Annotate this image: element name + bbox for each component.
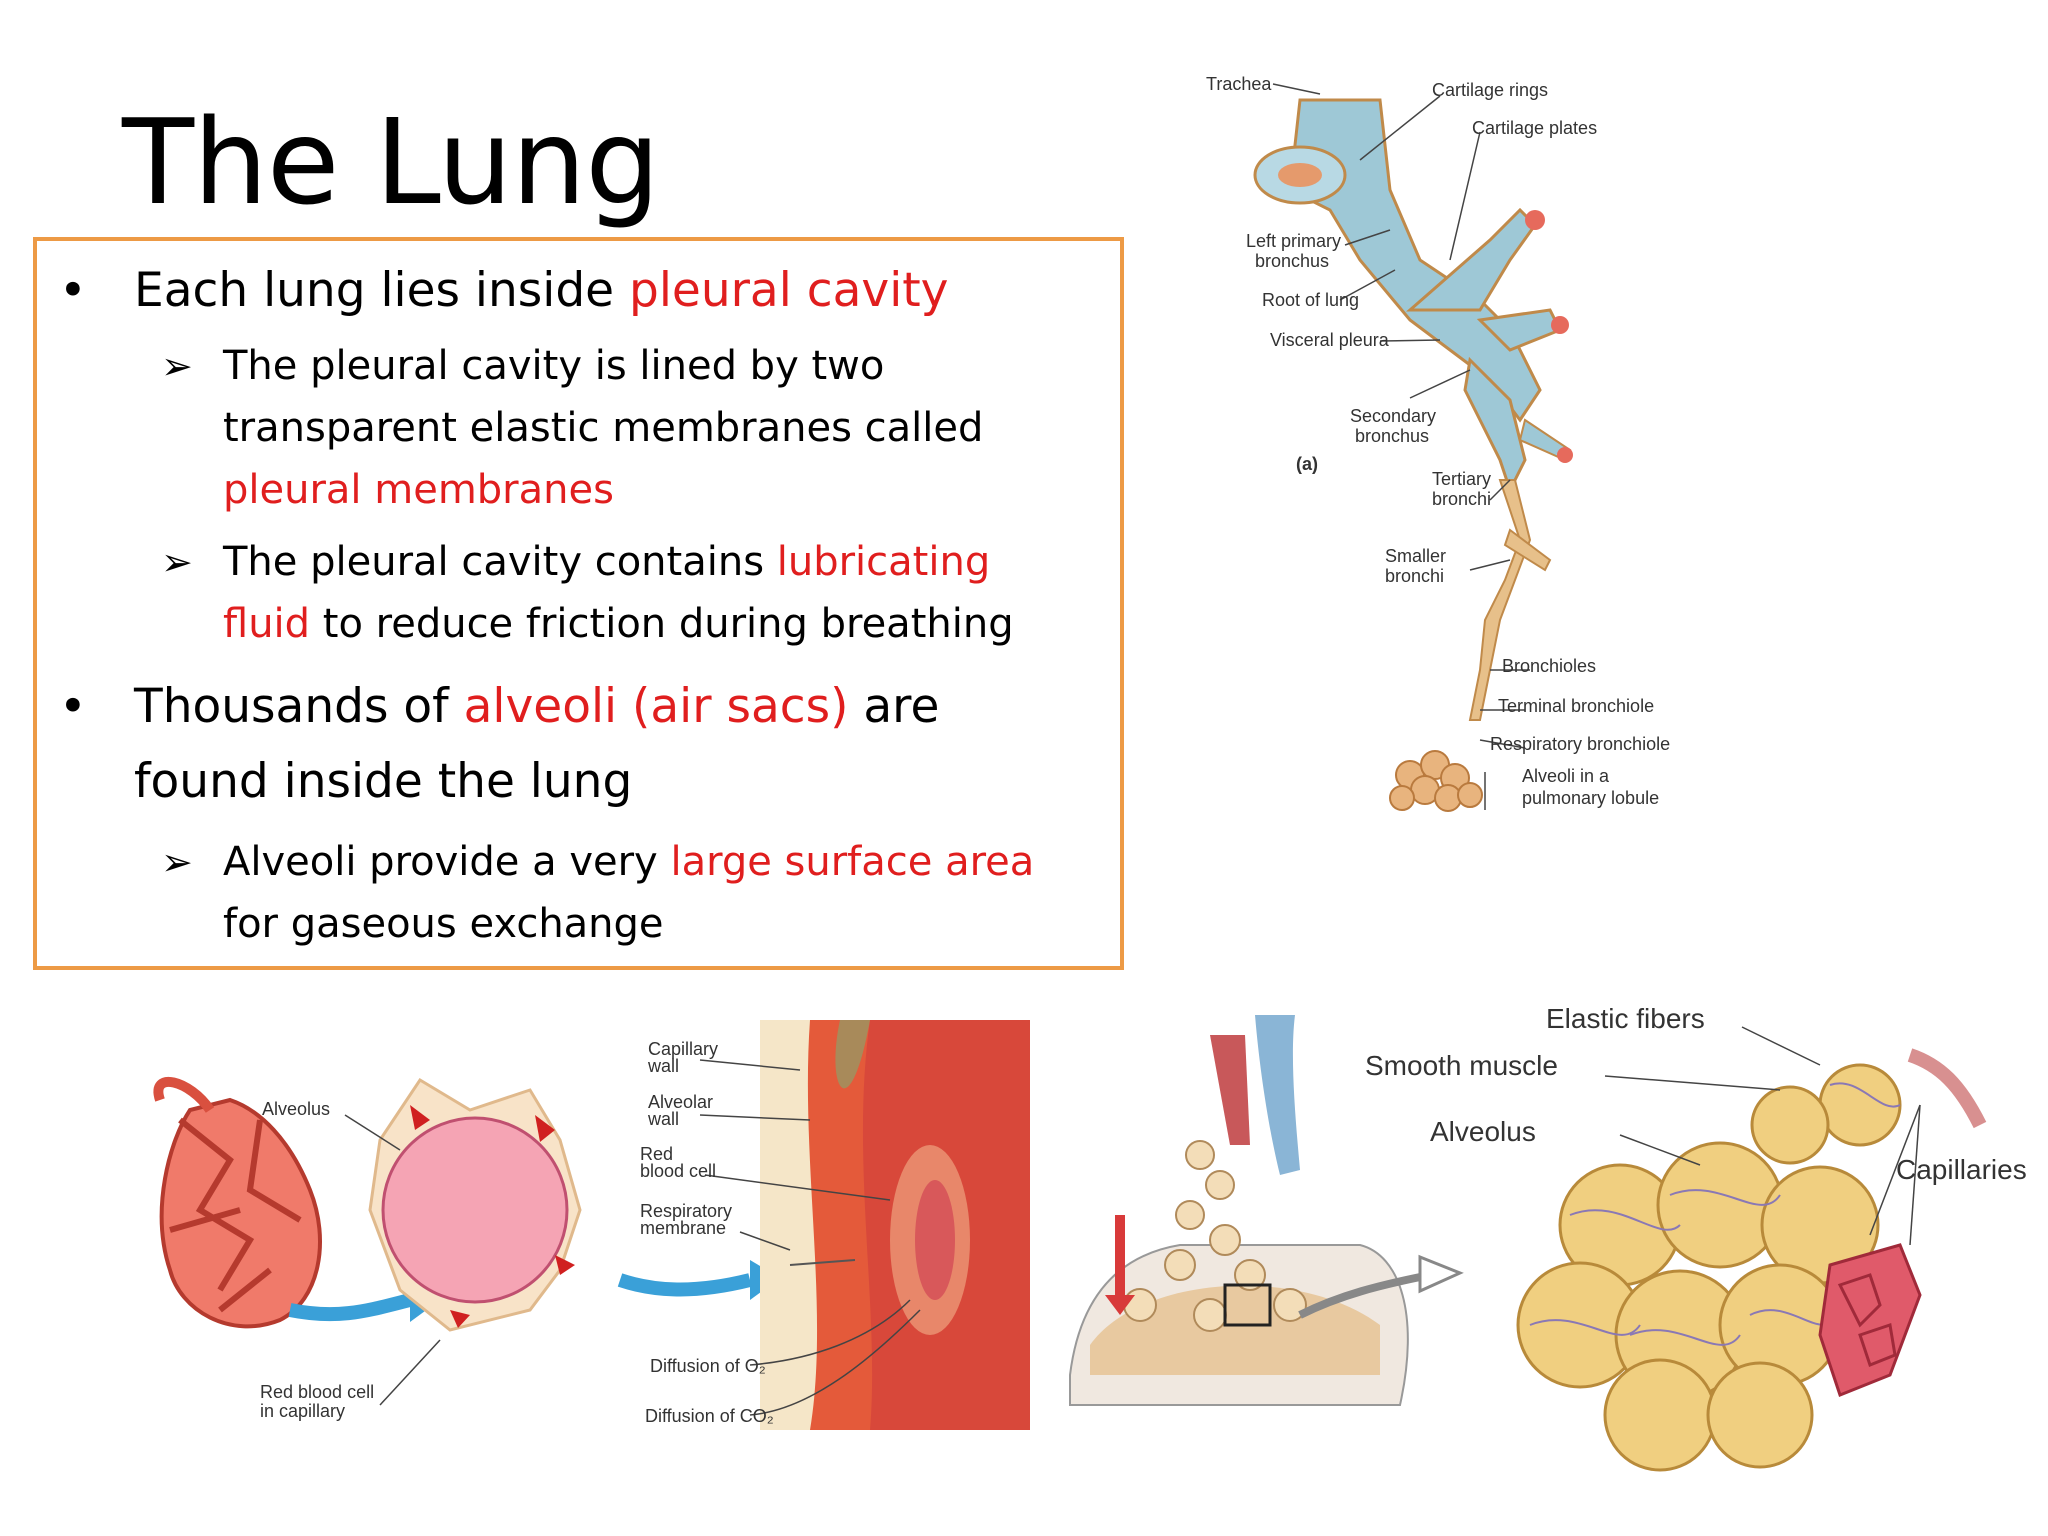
bullet-text: are — [848, 679, 940, 734]
label-terminal-bronchiole: Terminal bronchiole — [1498, 696, 1654, 716]
lobule-diagram-labels: Elastic fibers Smooth muscle Alveolus Ca… — [1365, 1003, 2027, 1185]
label-line: Left primary — [1246, 231, 1341, 251]
label-a: (a) — [1296, 454, 1318, 474]
arrow-bullet-icon: ➢ — [161, 840, 193, 884]
arrow-bullet-icon: ➢ — [161, 344, 193, 388]
arrow-bullet-icon: ➢ — [161, 540, 193, 584]
subbullet-line: The pleural cavity is lined by two — [223, 343, 885, 389]
subbullet-lubricating-fluid: ➢ The pleural cavity contains lubricatin… — [161, 531, 1014, 655]
label-line: Capillary — [648, 1039, 718, 1059]
bullet-text: Each lung lies inside — [134, 263, 630, 318]
subbullet-pleural-membranes: ➢ The pleural cavity is lined by two tra… — [161, 335, 984, 521]
label-line: wall — [647, 1056, 679, 1076]
single-alveolus-illustration — [368, 1077, 582, 1332]
label-line: blood cell — [640, 1161, 716, 1181]
bullet-alveoli: • Thousands of alveoli (air sacs) are fo… — [59, 669, 940, 819]
bronchial-tree-labels: Trachea Cartilage rings Cartilage plates… — [1206, 74, 1670, 808]
label-line: membrane — [640, 1218, 726, 1238]
label-cartilage-plates: Cartilage plates — [1472, 118, 1597, 138]
label-line: bronchus — [1355, 426, 1429, 446]
label-line: pulmonary lobule — [1522, 788, 1659, 808]
slide-title: The Lung — [122, 93, 660, 231]
label-line: bronchi — [1432, 489, 1491, 509]
subbullet-text: The pleural cavity contains — [223, 539, 777, 585]
label-trachea: Trachea — [1206, 74, 1272, 94]
label-diffusion-co2: Diffusion of CO₂ — [645, 1406, 774, 1426]
bronchial-tree-diagram: Trachea Cartilage rings Cartilage plates… — [1180, 60, 1740, 830]
highlight-term: fluid — [223, 601, 311, 647]
label-respiratory-bronchiole: Respiratory bronchiole — [1490, 734, 1670, 754]
label-line: Smaller — [1385, 546, 1446, 566]
label-root-of-lung: Root of lung — [1262, 290, 1359, 310]
label-elastic-fibers: Elastic fibers — [1546, 1003, 1705, 1034]
label-line: Secondary — [1350, 406, 1436, 426]
label-line: Alveolar — [648, 1092, 713, 1112]
label-line: Alveoli in a — [1522, 766, 1610, 786]
label-diffusion-o2: Diffusion of O₂ — [650, 1356, 766, 1376]
highlight-term: lubricating — [776, 539, 991, 585]
bullet-text: Thousands of — [134, 679, 464, 734]
pulmonary-lobule-diagram: Elastic fibers Smooth muscle Alveolus Ca… — [1060, 995, 2048, 1475]
label-line: wall — [647, 1109, 679, 1129]
highlight-term: pleural membranes — [223, 467, 614, 513]
label-visceral-pleura: Visceral pleura — [1270, 330, 1390, 350]
bronchial-tree-illustration — [1253, 98, 1573, 812]
subbullet-line: transparent elastic membranes called — [223, 405, 984, 451]
alveolus-cluster-illustration — [153, 1077, 322, 1329]
lobule-overview-illustration — [1069, 1015, 1464, 1406]
respiratory-membrane-illustration — [760, 1020, 1030, 1430]
subbullet-text: Alveoli provide a very — [223, 839, 671, 885]
label-line: Red blood cell — [260, 1382, 374, 1402]
bullet-line: found inside the lung — [134, 754, 633, 809]
label-alveolus-lobule: Alveolus — [1430, 1116, 1536, 1147]
label-bronchioles: Bronchioles — [1502, 656, 1596, 676]
bullet-dot: • — [59, 263, 87, 318]
highlight-term: pleural cavity — [629, 263, 949, 318]
label-line: in capillary — [260, 1401, 345, 1421]
highlight-term: large surface area — [670, 839, 1035, 885]
label-line: bronchi — [1385, 566, 1444, 586]
subbullet-text: to reduce friction during breathing — [310, 601, 1014, 647]
bullet-dot: • — [59, 679, 87, 734]
label-smooth-muscle: Smooth muscle — [1365, 1050, 1558, 1081]
content-box: • Each lung lies inside pleural cavity ➢… — [33, 237, 1124, 970]
subbullet-surface-area: ➢ Alveoli provide a very large surface a… — [161, 831, 1035, 955]
lobule-detail-illustration — [1516, 1048, 1987, 1472]
label-line: Respiratory — [640, 1201, 732, 1221]
label-cartilage-rings: Cartilage rings — [1432, 80, 1548, 100]
bullet-pleural-cavity: • Each lung lies inside pleural cavity — [59, 253, 949, 328]
label-line: Red — [640, 1144, 673, 1164]
highlight-term: alveoli (air sacs) — [463, 679, 849, 734]
subbullet-line: for gaseous exchange — [223, 901, 664, 947]
label-alveolus: Alveolus — [262, 1099, 330, 1119]
label-line: bronchus — [1255, 251, 1329, 271]
label-capillaries: Capillaries — [1896, 1154, 2027, 1185]
label-line: Tertiary — [1432, 469, 1491, 489]
